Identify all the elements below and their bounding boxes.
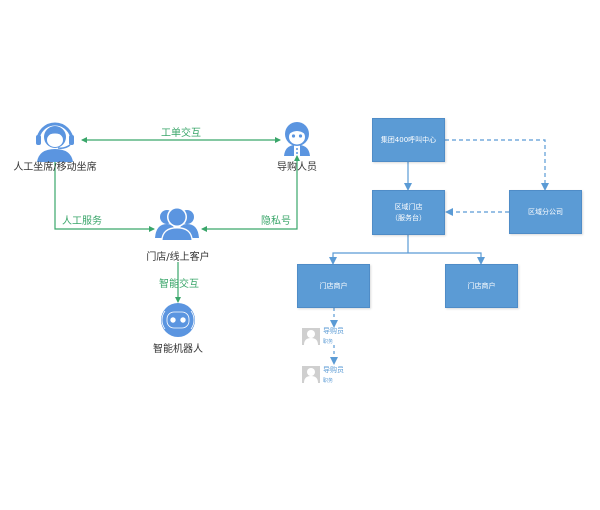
box-store-merchant-a-label: 门店商户 [319, 281, 348, 290]
staff-avatar-icon [302, 328, 320, 345]
headset-agent-icon [36, 122, 74, 162]
shopping-guide-label: 导购人员 [277, 162, 317, 173]
edge-label-manual-service: 人工服务 [62, 216, 102, 227]
edge-to-merchant-b [408, 252, 485, 265]
edge-label-privacy-number: 隐私号 [261, 216, 291, 227]
box-call-center-label: 集团400呼叫中心 [380, 135, 437, 144]
edge-label-smart-interaction: 智能交互 [159, 279, 199, 290]
box-regional-branch-label: 区域分公司 [528, 207, 563, 216]
box-call-center: 集团400呼叫中心 [372, 118, 445, 162]
shopping-guide-icon [284, 122, 310, 156]
robot-label: 智能机器人 [153, 344, 203, 355]
edge-callcenter-to-branch [445, 139, 549, 191]
robot-icon [161, 303, 195, 337]
staff-role: 职务 [323, 339, 334, 345]
customer-label: 门店/线上客户 [146, 252, 210, 263]
box-regional-store-sublabel: （服务台） [391, 213, 426, 222]
edge-privacy-number [201, 155, 300, 232]
box-store-merchant-b: 门店商户 [445, 264, 518, 308]
staff-avatar-icon [302, 366, 320, 383]
user-group-icon [155, 207, 199, 241]
box-store-merchant-a: 门店商户 [297, 264, 370, 308]
edge-to-merchant-a [329, 252, 408, 265]
box-regional-branch: 区域分公司 [509, 190, 582, 234]
box-regional-store: 区域门店 （服务台） [372, 190, 445, 235]
agent-label: 人工坐席/移动坐席 [13, 162, 97, 173]
staff-role: 职务 [323, 378, 334, 384]
box-regional-store-label: 区域门店 [394, 202, 423, 211]
box-store-merchant-b-label: 门店商户 [467, 281, 496, 290]
edge-manual-service [52, 155, 155, 232]
edge-label-work-order: 工单交互 [161, 128, 201, 139]
staff-name: 导购员 [323, 366, 344, 374]
staff-name: 导购员 [323, 327, 344, 335]
